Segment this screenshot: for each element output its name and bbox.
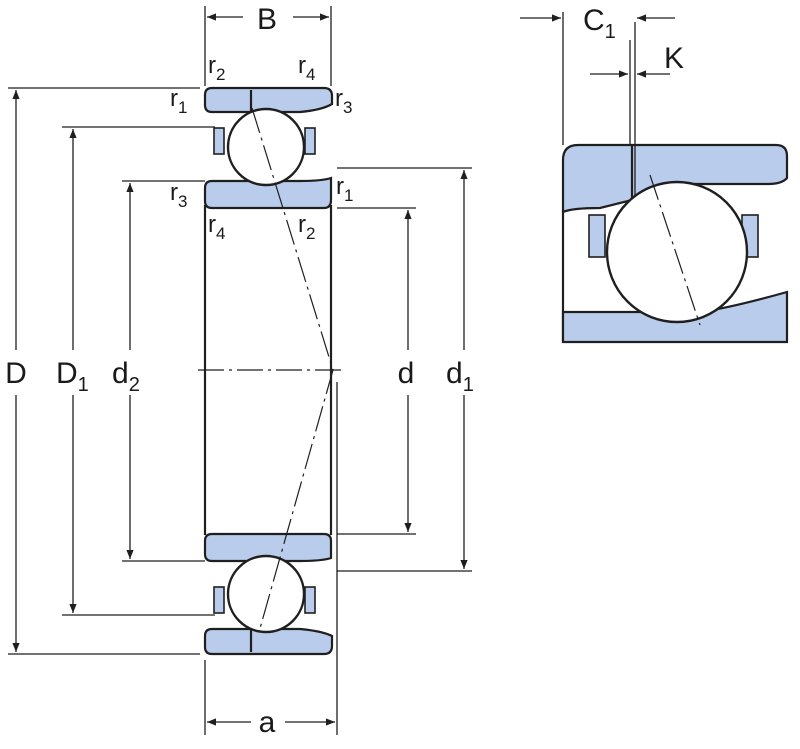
label-a: a bbox=[259, 706, 276, 739]
outer-ring-bottom bbox=[203, 627, 334, 656]
detail-contact-line bbox=[649, 174, 701, 326]
label-D1: D1 bbox=[56, 357, 89, 396]
cage-top-left bbox=[213, 127, 225, 155]
detail-view: C1 K bbox=[520, 4, 789, 344]
main-section bbox=[198, 86, 345, 735]
cage-bottom-left bbox=[213, 586, 225, 614]
label-r4-bottom: r4 bbox=[208, 211, 225, 243]
label-r1-left: r1 bbox=[170, 85, 187, 117]
lower-half bbox=[203, 532, 334, 656]
inner-ring-top bbox=[203, 176, 333, 210]
ball-bottom bbox=[226, 554, 306, 634]
label-K: K bbox=[664, 42, 684, 75]
ball-top bbox=[226, 107, 306, 187]
label-r3-left: r3 bbox=[170, 179, 187, 211]
label-B: B bbox=[257, 3, 277, 36]
cage-top-right bbox=[304, 127, 316, 155]
label-r4-top: r4 bbox=[298, 52, 315, 84]
label-d1: d1 bbox=[446, 357, 474, 396]
label-d: d bbox=[398, 357, 415, 390]
detail-ball bbox=[605, 180, 749, 324]
label-r2-top: r2 bbox=[208, 52, 225, 84]
inner-ring-bottom bbox=[203, 532, 333, 563]
label-D: D bbox=[5, 357, 27, 390]
label-r1-right: r1 bbox=[336, 173, 353, 205]
label-r2-bottom: r2 bbox=[298, 211, 315, 243]
label-r3-right: r3 bbox=[335, 85, 352, 117]
upper-half bbox=[203, 86, 334, 210]
outer-ring-top bbox=[203, 86, 334, 114]
detail-cage-left bbox=[588, 214, 606, 258]
cage-bottom-right bbox=[304, 586, 316, 614]
label-C1: C1 bbox=[583, 4, 616, 43]
dimensions: B a D D1 d2 d d1 bbox=[5, 3, 474, 739]
label-d2: d2 bbox=[112, 357, 140, 396]
detail-outer-ring bbox=[561, 143, 789, 342]
